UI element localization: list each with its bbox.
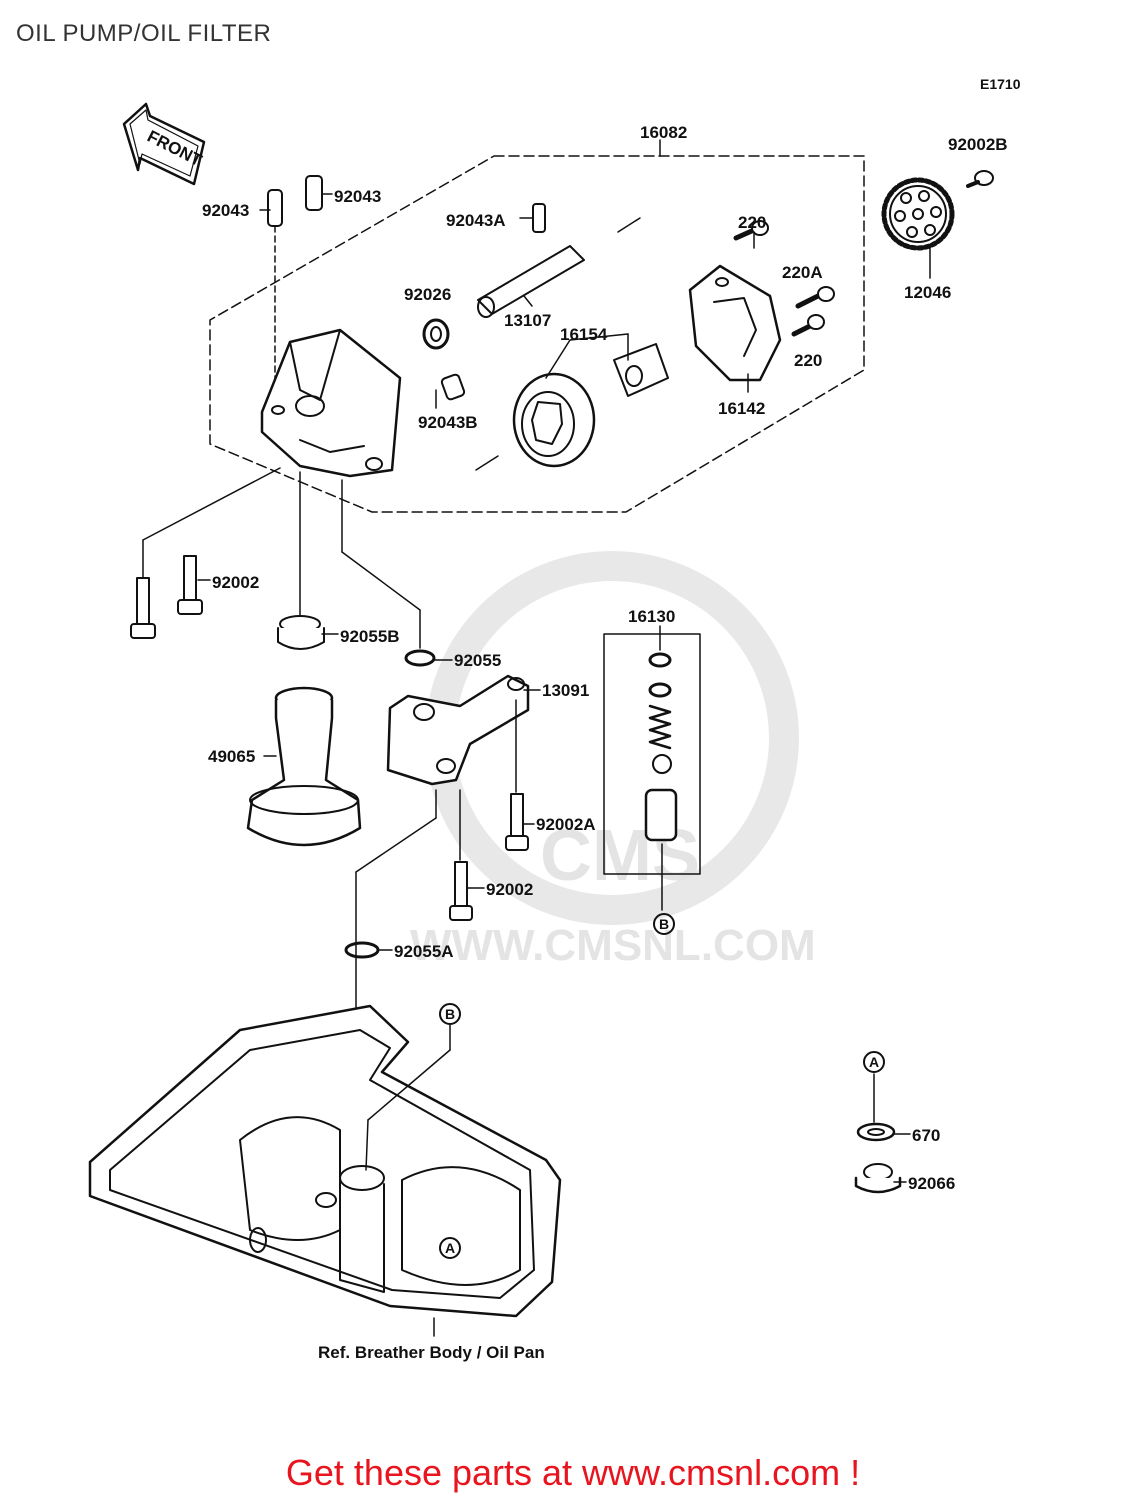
part-label-92002A: 92002A (536, 815, 596, 834)
part-label-16154: 16154 (560, 325, 608, 344)
bolt-92002-left-a (130, 577, 156, 639)
sprocket-12046 (881, 177, 955, 251)
pump-rotor-16154 (512, 343, 669, 468)
footer-promo-text: Get these parts at www.cmsnl.com ! (285, 1452, 861, 1493)
bolt-220A (795, 286, 835, 309)
part-label-220-top: 220 (738, 213, 766, 232)
oil-pan (88, 1004, 562, 1337)
oil-pipe-13091 (386, 674, 530, 786)
bolt-92002B (966, 170, 994, 188)
oil-pump-body (260, 328, 402, 478)
part-label-92043-left: 92043 (202, 201, 249, 220)
part-label-92043A: 92043A (446, 211, 506, 230)
part-label-92002-lower: 92002 (486, 880, 533, 899)
bolt-92002-lower (449, 861, 473, 921)
dowel-pin-92043A (532, 203, 546, 233)
part-label-92026: 92026 (404, 285, 451, 304)
exploded-parts-diagram: CMS WWW.CMSNL.COM FRONT (88, 102, 1008, 1362)
reference-note: Ref. Breather Body / Oil Pan (318, 1343, 545, 1362)
part-label-16130: 16130 (628, 607, 675, 626)
part-label-92043B: 92043B (418, 413, 478, 432)
part-label-16142: 16142 (718, 399, 765, 418)
front-arrow: FRONT (122, 102, 206, 186)
part-label-670: 670 (912, 1126, 940, 1145)
pump-cover-16142 (688, 264, 782, 382)
part-label-49065: 49065 (208, 747, 255, 766)
plug-92055B (277, 615, 325, 650)
dowel-pin-92043-right (305, 175, 323, 211)
gasket-670 (856, 1122, 896, 1142)
part-label-13107: 13107 (504, 311, 551, 330)
part-label-13091: 13091 (542, 681, 589, 700)
drain-plug-92066 (854, 1163, 902, 1194)
ref-marker-b-relief-valve: B (659, 916, 669, 932)
bolt-92002A (505, 793, 529, 851)
watermark-url-text: WWW.CMSNL.COM (410, 921, 816, 970)
relief-valve-16130 (603, 625, 701, 911)
bolt-220-bottom (791, 314, 825, 337)
o-ring-92055A (344, 941, 380, 959)
part-label-92043-right: 92043 (334, 187, 381, 206)
part-label-92066: 92066 (908, 1174, 955, 1193)
part-label-92002-left: 92002 (212, 573, 259, 592)
o-ring-92055 (404, 649, 436, 667)
part-label-92002B: 92002B (948, 135, 1008, 154)
part-label-220-bottom: 220 (794, 351, 822, 370)
part-label-92055A: 92055A (394, 942, 454, 961)
part-label-220A: 220A (782, 263, 823, 282)
diagram-code: E1710 (980, 76, 1021, 92)
oil-filter-49065 (246, 686, 362, 847)
page-title: OIL PUMP/OIL FILTER (16, 20, 272, 47)
bolt-220-top (733, 220, 769, 241)
part-label-16082: 16082 (640, 123, 687, 142)
ref-marker-a-drain: A (869, 1054, 879, 1070)
bolt-92002-left-b (177, 555, 203, 615)
oil-seal-92026 (422, 318, 450, 350)
pump-shaft-13107 (477, 245, 585, 318)
part-label-92055B: 92055B (340, 627, 400, 646)
ref-marker-b-oil-pan: B (445, 1006, 455, 1022)
assembly-outline-16082 (209, 155, 865, 513)
part-label-92055: 92055 (454, 651, 501, 670)
ref-marker-a-oil-pan: A (445, 1240, 455, 1256)
pin-92043B (440, 373, 466, 401)
part-label-12046: 12046 (904, 283, 951, 302)
